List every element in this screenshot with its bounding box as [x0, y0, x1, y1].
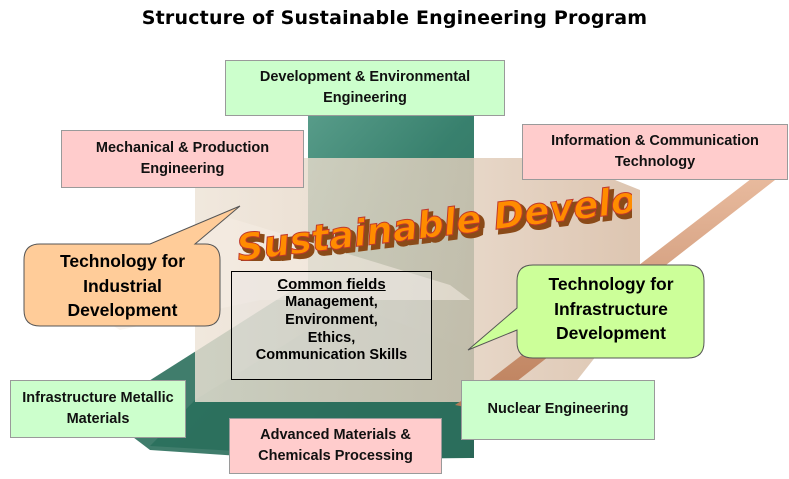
common-field-item: Communication Skills: [255, 347, 408, 364]
infra-metallic-materials-label: Infrastructure Metallic Materials: [22, 389, 174, 427]
nuclear-engineering-box: Nuclear Engineering: [461, 380, 655, 440]
mech-prod-engineering-box: Mechanical & Production Engineering: [61, 130, 304, 188]
sustainable-development-wordart: Sustainable Development Sustainable Deve…: [234, 181, 632, 261]
mech-prod-engineering-label: Mechanical & Production Engineering: [95, 139, 270, 177]
infra-metallic-materials-box: Infrastructure Metallic Materials: [10, 380, 186, 438]
infrastructure-callout-label: Technology for Infrastructure Developmen…: [548, 274, 674, 343]
infrastructure-callout-bubble: [467, 264, 705, 359]
common-fields-box: Common fields Management, Environment, E…: [231, 271, 432, 380]
info-comm-technology-label: Information & Communication Technology: [551, 132, 759, 170]
industrial-callout-bubble: [23, 205, 241, 327]
advanced-materials-label: Advanced Materials & Chemicals Processin…: [258, 426, 413, 464]
industrial-callout-label: Technology for Industrial Development: [59, 251, 186, 320]
nuclear-engineering-label: Nuclear Engineering: [487, 401, 629, 418]
dev-env-engineering-label: Development & Environmental Engineering: [259, 68, 471, 106]
advanced-materials-box: Advanced Materials & Chemicals Processin…: [229, 418, 442, 474]
common-fields-heading: Common fields: [277, 276, 386, 293]
common-field-item: Management,: [285, 294, 378, 311]
diagram-title: Structure of Sustainable Engineering Pro…: [141, 7, 648, 29]
common-field-item: Environment,: [285, 311, 378, 328]
common-field-item: Ethics,: [307, 329, 356, 346]
dev-env-engineering-box: Development & Environmental Engineering: [225, 60, 505, 116]
info-comm-technology-box: Information & Communication Technology: [522, 124, 788, 180]
